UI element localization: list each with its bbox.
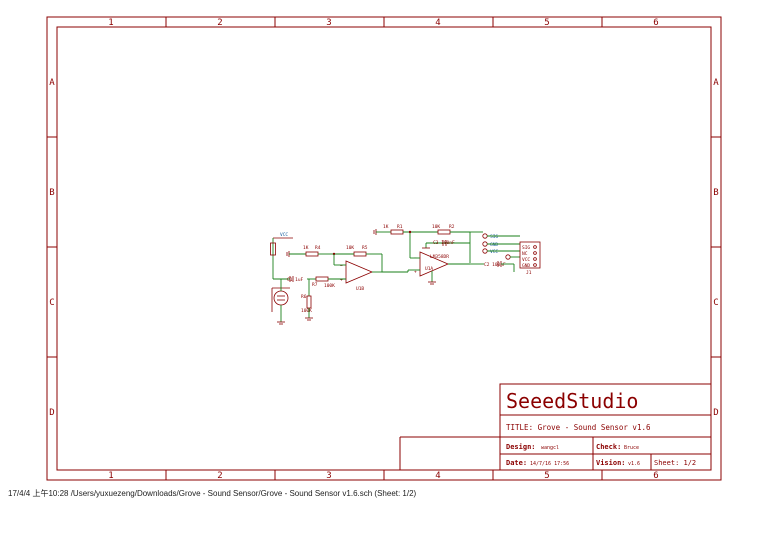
r6-value: 100K xyxy=(301,308,312,314)
row-dividers xyxy=(47,136,721,358)
j1-pin-gnd: GND xyxy=(522,263,530,269)
svg-text:−: − xyxy=(414,256,417,261)
version-value: v1.6 xyxy=(628,461,640,467)
check-value: Bruce xyxy=(624,445,639,451)
sheet-number: Sheet: 1/2 xyxy=(654,459,696,467)
column-labels-top: 1 2 3 4 5 6 xyxy=(108,18,658,28)
vcc-rail: VCC xyxy=(270,232,293,262)
resistor-r1: 1K R1 xyxy=(383,224,404,235)
date-value: 14/7/16 17:56 xyxy=(530,461,569,467)
row-label-c: C xyxy=(49,298,54,308)
row-label-b: B xyxy=(49,188,54,198)
tp-vcc: VCC xyxy=(490,249,498,255)
row-label-a: A xyxy=(713,78,719,88)
col-label-5: 5 xyxy=(544,471,549,481)
ground-symbol xyxy=(286,251,306,257)
col-label-2: 2 xyxy=(217,18,222,28)
r5-ref: R5 xyxy=(362,245,368,251)
col-label-6: 6 xyxy=(653,18,658,28)
col-label-1: 1 xyxy=(108,471,113,481)
r1-ref: R1 xyxy=(397,224,403,230)
svg-text:+: + xyxy=(414,270,417,275)
col-label-6: 6 xyxy=(653,471,658,481)
r2-value: 10K xyxy=(432,224,440,230)
r1-value: 1K xyxy=(383,224,389,230)
design-value: wangcl xyxy=(541,445,559,451)
row-label-a: A xyxy=(49,78,55,88)
j1-pin-sig: SIG xyxy=(522,245,530,251)
col-label-4: 4 xyxy=(435,18,440,28)
title-block: SeeedStudio TITLE: Grove - Sound Sensor … xyxy=(399,383,712,471)
col-label-4: 4 xyxy=(435,471,440,481)
circuit: VCC 1K R4 10K R5 − xyxy=(270,224,541,325)
row-label-c: C xyxy=(713,298,718,308)
r6-ref: R6 xyxy=(301,294,307,300)
check-label: Check: xyxy=(596,443,621,451)
vcc-net-label: VCC xyxy=(280,232,288,238)
tp-sig: SIG xyxy=(490,234,498,240)
r2-ref: R2 xyxy=(449,224,455,230)
col-label-3: 3 xyxy=(326,471,331,481)
j1-ref: J1 xyxy=(526,270,532,276)
col-label-3: 3 xyxy=(326,18,331,28)
c2-label: C2 100nF xyxy=(484,262,506,268)
ground-symbol xyxy=(373,229,391,235)
r5-value: 10K xyxy=(346,245,354,251)
u1b-ref: U1B xyxy=(356,286,364,292)
r4-ref: R4 xyxy=(315,245,321,251)
capacitor-c2: C2 100nF xyxy=(484,261,515,272)
capacitor-c1: C1 1uF xyxy=(287,276,304,283)
u1a-part: LM358DR xyxy=(430,254,449,260)
column-dividers xyxy=(165,17,603,480)
tp-gnd: GND xyxy=(490,242,498,248)
u1a-ref: U1A xyxy=(425,266,433,272)
microphone xyxy=(271,279,290,325)
c3-label: C3 100nF xyxy=(433,240,455,246)
col-label-2: 2 xyxy=(217,471,222,481)
resistor-r8 xyxy=(270,242,276,256)
resistor-r6: 100K R6 xyxy=(301,294,312,314)
capacitor-c3: C3 100nF xyxy=(422,240,470,249)
connector-j1: J1 SIG NC VCC GND xyxy=(519,241,541,276)
resistor-r2: 10K R2 xyxy=(432,224,455,235)
sheet-title: TITLE: Grove - Sound Sensor v1.6 xyxy=(506,423,651,432)
opamp-u1a: − + LM358DR U1A xyxy=(414,251,449,285)
column-labels-bottom: 1 2 3 4 5 6 xyxy=(108,471,658,481)
r7-value: 100K xyxy=(324,283,335,289)
col-label-1: 1 xyxy=(108,18,113,28)
test-points: SIG GND VCC xyxy=(482,233,511,260)
j1-pin-vcc: VCC xyxy=(522,257,530,263)
svg-text:+: + xyxy=(340,278,343,283)
row-label-d: D xyxy=(713,408,718,418)
row-labels-right: A B C D xyxy=(713,78,719,418)
date-label: Date: xyxy=(506,459,527,467)
col-label-5: 5 xyxy=(544,18,549,28)
print-footer: 17/4/4 上午10:28 /Users/yuxuezeng/Download… xyxy=(8,489,417,498)
company-logo: SeeedStudio xyxy=(506,389,638,413)
design-label: Design: xyxy=(506,443,536,451)
row-labels-left: A B C D xyxy=(49,78,55,418)
r4-value: 1K xyxy=(303,245,309,251)
r7-ref: R7 xyxy=(312,282,318,288)
opamp-u1b: − + U1B xyxy=(340,260,374,292)
row-label-d: D xyxy=(49,408,54,418)
svg-text:−: − xyxy=(340,264,343,269)
c1-label: C1 1uF xyxy=(287,277,304,283)
j1-pin-nc: NC xyxy=(522,251,528,257)
row-label-b: B xyxy=(713,188,718,198)
version-label: Vision: xyxy=(596,459,626,467)
